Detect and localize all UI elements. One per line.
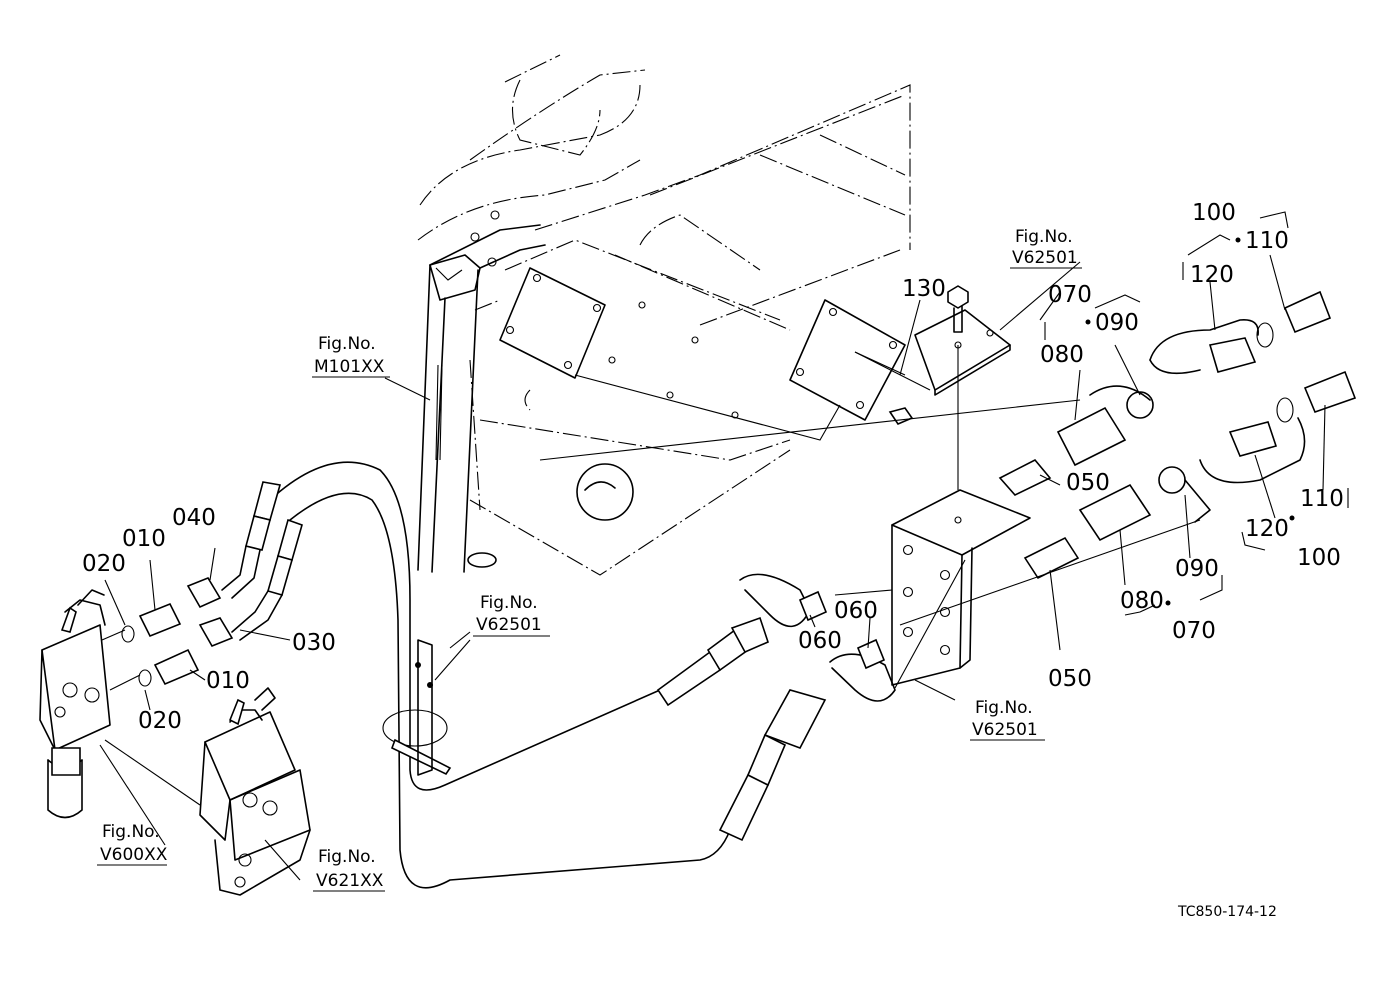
label-110-lower: 110: [1300, 486, 1344, 512]
label-100-lower: 100: [1297, 545, 1341, 571]
leader-lines: [99, 211, 1349, 881]
fig-v62501-top: V62501: [1012, 248, 1078, 268]
frame-brackets: [499, 267, 906, 521]
control-valve-v600: [39, 589, 111, 819]
rops-pillar: [417, 210, 546, 573]
label-090-upper: 090: [1095, 310, 1139, 336]
label-070-lower: 070: [1172, 618, 1216, 644]
fig-v62501-bottom: V62501: [972, 720, 1038, 740]
label-130: 130: [902, 276, 946, 302]
label-020-upper: 020: [82, 551, 126, 577]
quick-couplers: [539, 290, 1357, 702]
fig-label-m101: Fig.No.: [318, 334, 376, 354]
fig-label-v62501-top: Fig.No.: [1015, 227, 1073, 247]
label-070-upper: 070: [1048, 282, 1092, 308]
fig-label-v62501-mid: Fig.No.: [480, 593, 538, 613]
label-100-upper: 100: [1192, 200, 1236, 226]
label-040: 040: [172, 505, 216, 531]
fig-label-v621: Fig.No.: [318, 847, 376, 867]
label-010-lower: 010: [206, 668, 250, 694]
tractor-frame-outline: [417, 54, 911, 576]
label-030: 030: [292, 630, 336, 656]
fig-label-v600: Fig.No.: [102, 822, 160, 842]
control-valve-v621: [104, 687, 311, 896]
hydraulic-hoses: [186, 461, 827, 889]
label-090-lower: 090: [1175, 556, 1219, 582]
hose-clamp: [382, 639, 452, 776]
label-080-upper: 080: [1040, 342, 1084, 368]
fig-v62501-mid: V62501: [476, 615, 542, 635]
label-080-lower: 080: [1120, 588, 1164, 614]
group-dots: [1085, 237, 1295, 606]
label-050-upper: 050: [1066, 470, 1110, 496]
figure-references: Fig.No. M101XX Fig.No. V62501 Fig.No. V6…: [97, 227, 1082, 892]
fig-label-v62501-bottom: Fig.No.: [975, 698, 1033, 718]
part-labels: 130 070 090 080 100 110 120 050 110 120 …: [82, 200, 1344, 734]
label-120-upper: 120: [1190, 262, 1234, 288]
coupler-bracket-block: [891, 489, 1031, 686]
label-060-right: 060: [834, 598, 878, 624]
label-110-upper: 110: [1245, 228, 1289, 254]
orings-adaptors: [101, 602, 200, 691]
label-020-lower: 020: [138, 708, 182, 734]
label-060-left: 060: [798, 628, 842, 654]
mounting-plate: [854, 285, 1011, 490]
drawing-code: TC850-174-12: [1177, 904, 1277, 920]
fig-v621xx: V621XX: [316, 871, 384, 891]
label-010-upper: 010: [122, 526, 166, 552]
fig-m101xx: M101XX: [314, 357, 385, 377]
label-050-lower: 050: [1048, 666, 1092, 692]
label-120-lower: 120: [1245, 516, 1289, 542]
fig-v600xx: V600XX: [100, 845, 168, 865]
